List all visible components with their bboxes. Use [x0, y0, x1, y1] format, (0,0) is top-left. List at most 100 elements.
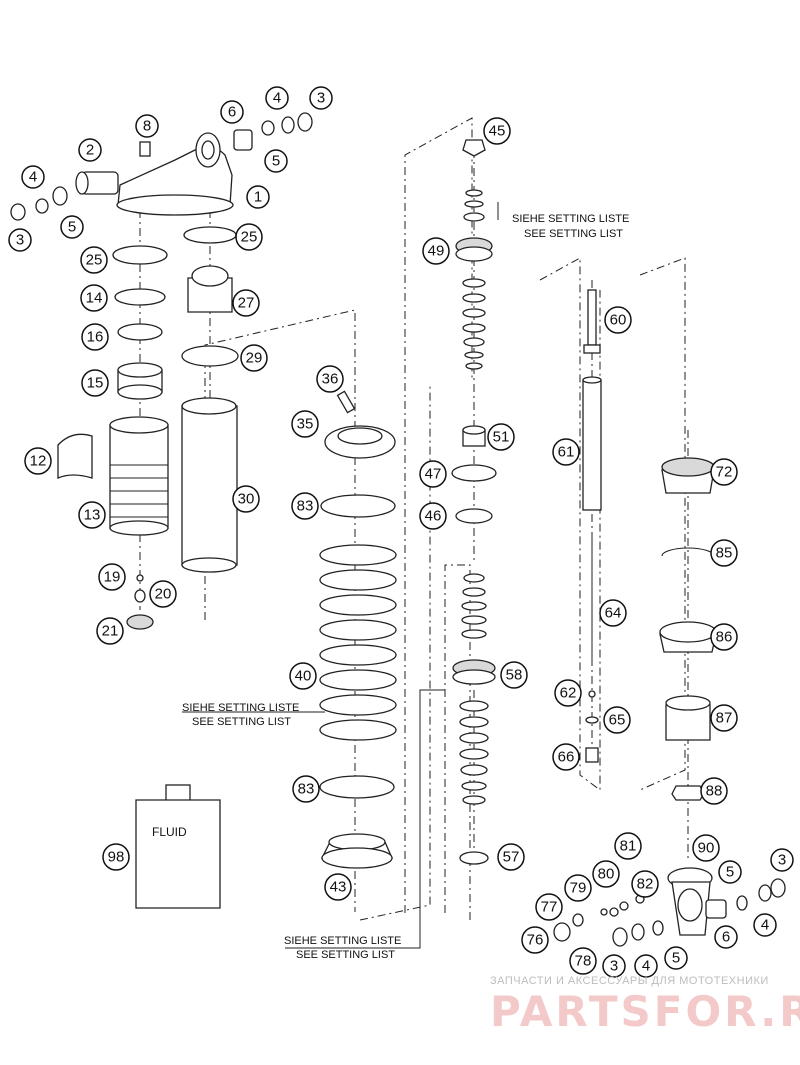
callout-12: 12	[24, 447, 52, 475]
note-line-de: SIEHE SETTING LISTE	[512, 213, 629, 225]
callout-25: 25	[80, 246, 108, 274]
callout-number: 83	[297, 498, 314, 515]
callout-15: 15	[81, 369, 109, 397]
right-bearing-stack	[233, 112, 313, 151]
callout-circle	[692, 834, 720, 862]
callout-8: 8	[135, 114, 159, 138]
callout-circle	[149, 580, 177, 608]
callout-circle	[521, 926, 549, 954]
callout-number: 25	[86, 252, 103, 269]
callout-19: 19	[98, 563, 126, 591]
callout-number: 3	[610, 958, 618, 975]
callout-number: 2	[86, 142, 94, 159]
callout-circle	[599, 599, 627, 627]
callout-86: 86	[710, 623, 738, 651]
callout-number: 3	[16, 232, 24, 249]
callout-5: 5	[264, 149, 288, 173]
shim-stack-column	[451, 139, 497, 865]
callout-circle	[664, 946, 688, 970]
callout-circle	[98, 563, 126, 591]
callout-circle	[78, 501, 106, 529]
callout-85: 85	[710, 539, 738, 567]
callout-circle	[603, 706, 631, 734]
callout-46: 46	[419, 502, 447, 530]
callout-number: 76	[527, 932, 544, 949]
callout-4: 4	[634, 954, 658, 978]
callout-circle	[592, 860, 620, 888]
callout-number: 85	[716, 545, 733, 562]
callout-80: 80	[592, 860, 620, 888]
callout-number: 6	[228, 104, 236, 121]
callout-number: 65	[609, 712, 626, 729]
callout-circle	[220, 100, 244, 124]
callout-3: 3	[770, 848, 794, 872]
callout-circle	[614, 832, 642, 860]
callout-circle	[700, 777, 728, 805]
callout-number: 4	[761, 917, 769, 934]
callout-number: 40	[295, 668, 312, 685]
callout-circle	[292, 775, 320, 803]
callout-4: 4	[753, 913, 777, 937]
callout-number: 87	[716, 710, 733, 727]
callout-circle	[24, 447, 52, 475]
setting-note-lower: SIEHE SETTING LISTE SEE SETTING LIST	[284, 935, 401, 961]
callout-47: 47	[419, 460, 447, 488]
callout-circle	[81, 323, 109, 351]
callout-number: 16	[87, 329, 104, 346]
callout-65: 65	[603, 706, 631, 734]
callout-6: 6	[714, 925, 738, 949]
callout-number: 51	[493, 429, 510, 446]
watermark-tagline: ЗАПЧАСТИ И АКСЕССУАРЫ ДЛЯ МОТОТЕХНИКИ	[490, 975, 769, 987]
callout-1: 1	[246, 185, 270, 209]
callout-number: 60	[610, 312, 627, 329]
callout-circle	[634, 954, 658, 978]
callout-circle	[78, 138, 102, 162]
callout-number: 49	[428, 243, 445, 260]
callout-64: 64	[599, 599, 627, 627]
reservoir-parts	[57, 245, 169, 630]
callout-circle	[246, 185, 270, 209]
callout-number: 12	[30, 453, 47, 470]
callout-43: 43	[324, 873, 352, 901]
callout-number: 78	[575, 953, 592, 970]
callout-number: 20	[155, 586, 172, 603]
callout-circle	[235, 223, 263, 251]
callout-30: 30	[232, 485, 260, 513]
callout-number: 30	[238, 491, 255, 508]
callout-number: 72	[716, 464, 733, 481]
callout-number: 29	[246, 350, 263, 367]
callout-62: 62	[554, 679, 582, 707]
setting-note-upper: SIEHE SETTING LISTE SEE SETTING LIST	[512, 213, 629, 240]
callout-57: 57	[497, 843, 525, 871]
callout-29: 29	[240, 344, 268, 372]
callout-66: 66	[552, 743, 580, 771]
callout-number: 81	[620, 838, 637, 855]
callout-circle	[710, 704, 738, 732]
callout-circle	[240, 344, 268, 372]
callout-60: 60	[604, 306, 632, 334]
callout-number: 5	[272, 153, 280, 170]
callout-36: 36	[316, 365, 344, 393]
callout-circle	[487, 423, 515, 451]
callout-circle	[564, 874, 592, 902]
callout-number: 64	[605, 605, 622, 622]
callout-83: 83	[292, 775, 320, 803]
callout-83: 83	[291, 492, 319, 520]
callout-88: 88	[700, 777, 728, 805]
callout-number: 4	[273, 90, 281, 107]
callout-number: 14	[86, 290, 103, 307]
callout-circle	[552, 743, 580, 771]
callout-number: 43	[330, 879, 347, 896]
callout-circle	[718, 860, 742, 884]
callout-circle	[316, 365, 344, 393]
lower-eye-assembly	[553, 867, 786, 947]
note-pointers	[182, 202, 499, 949]
callout-25: 25	[235, 223, 263, 251]
callout-circle	[60, 215, 84, 239]
watermark-logo: PARTSFOR.RU	[490, 987, 800, 1036]
callout-number: 5	[726, 864, 734, 881]
callout-number: 82	[637, 876, 654, 893]
reservoir-ribs	[110, 464, 168, 518]
